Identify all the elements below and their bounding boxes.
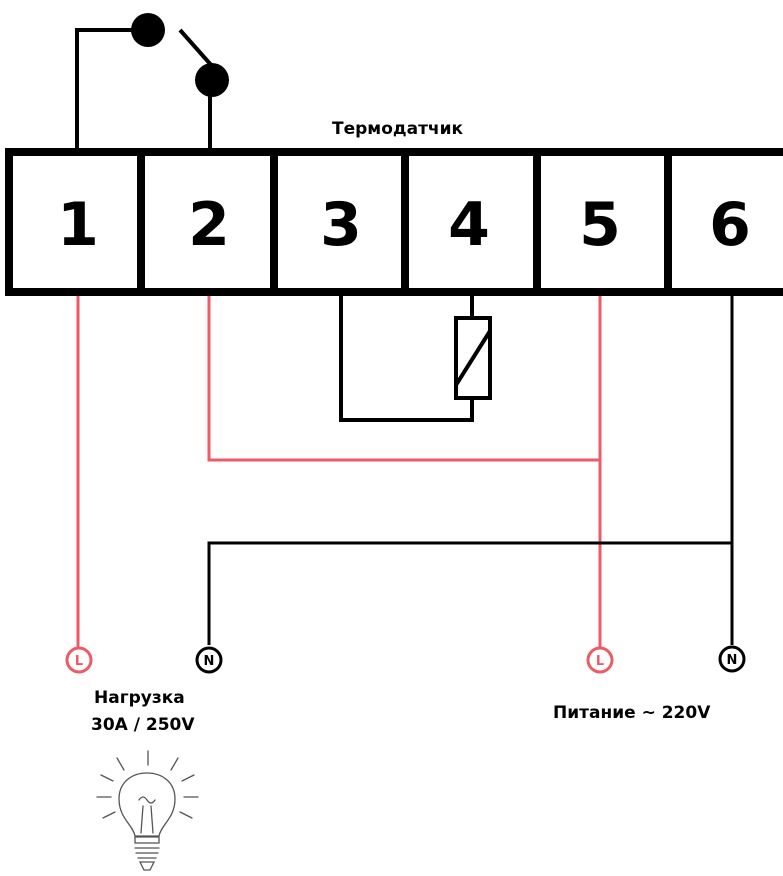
supply-caption: Питание ~ 220V (553, 703, 711, 723)
load-line-terminal-letter: L (75, 654, 83, 669)
supply-line-terminal-letter: L (596, 654, 604, 669)
terminal-dividers (137, 152, 672, 292)
supply-neutral-terminal: N (718, 645, 746, 673)
load-neutral-terminal-letter: N (204, 654, 215, 669)
light-bulb-icon (96, 750, 199, 871)
terminal-2-label: 2 (188, 190, 230, 260)
relay-contact-dot-top (131, 13, 165, 47)
supply-neutral-terminal-letter: N (727, 653, 738, 668)
terminal-6-label: 6 (709, 190, 751, 260)
supply-line-terminal: L (586, 646, 614, 674)
terminal-5-label: 5 (579, 190, 621, 260)
load-neutral-terminal: N (195, 646, 223, 674)
terminal-1-label: 1 (57, 190, 99, 260)
load-neutral-wire (207, 541, 732, 645)
thermistor-diagonal (454, 329, 492, 387)
sensor-label: Термодатчик (332, 119, 464, 139)
load-caption-line2: 30A / 250V (91, 715, 195, 735)
thermo-sensor (339, 296, 492, 422)
load-line-terminal: L (65, 646, 93, 674)
terminal-4-label: 4 (448, 190, 490, 260)
terminal-block: 1 2 3 4 5 6 (5, 148, 783, 296)
relay-wire-left (75, 28, 147, 152)
neutral-wires (207, 296, 734, 645)
terminal-3-label: 3 (320, 190, 362, 260)
line-wires (76, 296, 602, 647)
sensor-wire-loop (339, 296, 474, 422)
load-caption-line1: Нагрузка (94, 688, 185, 708)
relay-contact-dot-bottom (195, 63, 229, 97)
supply-line-to-terminal-2 (207, 296, 600, 462)
relay-contact (75, 28, 222, 152)
